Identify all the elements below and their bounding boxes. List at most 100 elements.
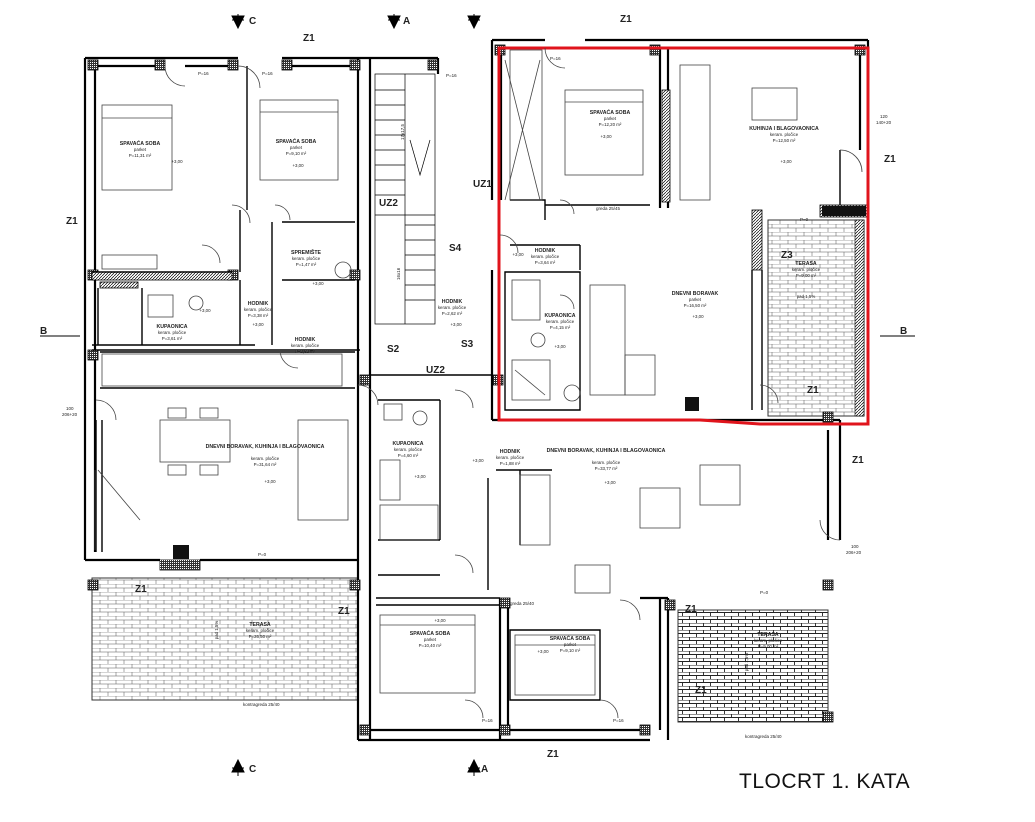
svg-text:Z1: Z1: [338, 606, 350, 617]
room-bed4: SPAVAĆA SOBA parket P=10,40 m² +3,00: [410, 618, 451, 648]
svg-text:KUPAONICA: KUPAONICA: [392, 441, 423, 447]
svg-text:+3,00: +3,00: [199, 308, 211, 313]
svg-text:keram. pločice: keram. pločice: [496, 455, 525, 460]
svg-text:+3,00: +3,00: [312, 281, 324, 286]
svg-text:P=31,64 m²: P=31,64 m²: [254, 462, 277, 467]
svg-text:P=16: P=16: [613, 718, 624, 723]
svg-text:KUPAONICA: KUPAONICA: [156, 324, 187, 330]
svg-text:A: A: [481, 764, 488, 775]
svg-text:parket: parket: [689, 297, 702, 302]
svg-text:keram. pločice: keram. pločice: [244, 307, 273, 312]
svg-text:+3,00: +3,00: [264, 479, 276, 484]
svg-text:+3,00: +3,00: [554, 344, 566, 349]
svg-text:+3,00: +3,00: [434, 618, 446, 623]
room-terrace-right: TERASA keram. pločice P=9,00 m² pad 1,5%: [744, 632, 783, 671]
svg-text:P=4,60 m²: P=4,60 m²: [398, 453, 419, 458]
svg-text:+3,00: +3,00: [780, 159, 792, 164]
room-terrace-top: TERASA keram. pločice P=9,00 m² pad 1,5%: [792, 261, 821, 299]
svg-text:HODNIK: HODNIK: [295, 337, 316, 343]
svg-text:P=2,62 m²: P=2,62 m²: [442, 311, 463, 316]
svg-text:SPAVAĆA SOBA: SPAVAĆA SOBA: [276, 137, 317, 145]
room-bath-top: KUPAONICA keram. pločice P=4,15 m² +3,00: [544, 313, 575, 349]
svg-text:S4: S4: [449, 243, 462, 254]
svg-text:pad 1,5%: pad 1,5%: [744, 653, 749, 672]
apartment-highlight: [497, 46, 870, 426]
svg-text:P=1,88 m²: P=1,88 m²: [500, 461, 521, 466]
svg-text:kontragreda 25/40: kontragreda 25/40: [243, 702, 280, 707]
svg-text:P=10,40 m²: P=10,40 m²: [419, 643, 442, 648]
svg-text:+3,00: +3,00: [512, 252, 524, 257]
svg-text:P=12,20 m²: P=12,20 m²: [599, 122, 622, 127]
svg-text:+3,00: +3,00: [600, 134, 612, 139]
svg-text:keram. pločice: keram. pločice: [792, 267, 821, 272]
room-labels: SPAVAĆA SOBA parket P=11,31 m² +3,00 SPA…: [120, 108, 821, 671]
svg-text:pad 1,5%: pad 1,5%: [214, 621, 219, 640]
svg-text:kontragreda 25/40: kontragreda 25/40: [745, 734, 782, 739]
section-markers: [40, 14, 915, 776]
room-bed2: SPAVAĆA SOBA parket P=9,10 m² +3,00: [276, 137, 317, 168]
svg-text:A: A: [403, 16, 410, 27]
room-hall-mid: HODNIK keram. pločice P=1,88 m² +3,00: [472, 449, 524, 466]
svg-text:greda 25/40: greda 25/40: [510, 601, 535, 606]
svg-text:Z1: Z1: [66, 216, 78, 227]
svg-text:keram. pločice: keram. pločice: [531, 254, 560, 259]
svg-text:C: C: [249, 764, 256, 775]
svg-text:keram. pločice: keram. pločice: [394, 447, 423, 452]
svg-text:206+20: 206+20: [62, 412, 78, 417]
svg-text:UZ1: UZ1: [473, 179, 492, 190]
window-labels: Z1 Z1 Z1 Z1 Z1 Z1 Z1 Z1 Z1 Z1 Z1 Z3 UZ1 …: [66, 14, 896, 760]
svg-text:17x17,5: 17x17,5: [400, 123, 405, 140]
terrace-right: [677, 609, 829, 723]
svg-text:keram. pločice: keram. pločice: [251, 456, 280, 461]
svg-text:P=11,31 m²: P=11,31 m²: [129, 153, 152, 158]
svg-text:keram. pločice: keram. pločice: [246, 628, 275, 633]
svg-text:P=9,10 m²: P=9,10 m²: [560, 648, 581, 653]
room-bath-mid: KUPAONICA keram. pločice P=4,60 m² +3,00: [392, 441, 426, 479]
room-hall-stair: HODNIK keram. pločice P=2,62 m² +3,00: [291, 322, 462, 354]
svg-text:Z1: Z1: [685, 604, 697, 615]
svg-text:P=9,10 m²: P=9,10 m²: [286, 151, 307, 156]
svg-text:+3,00: +3,00: [171, 159, 183, 164]
svg-text:parket: parket: [290, 145, 303, 150]
svg-text:+3,00: +3,00: [414, 474, 426, 479]
terrace-left: [91, 577, 359, 701]
svg-text:Z1: Z1: [303, 33, 315, 44]
svg-text:TERASA: TERASA: [795, 261, 817, 267]
svg-text:100: 100: [66, 406, 74, 411]
svg-text:P=9,00 m²: P=9,00 m²: [796, 273, 817, 278]
interior-walls: [92, 66, 841, 701]
svg-text:HODNIK: HODNIK: [535, 248, 556, 254]
svg-text:P=1,47 m²: P=1,47 m²: [296, 262, 317, 267]
room-bed3: SPAVAĆA SOBA parket P=12,20 m² +3,00: [590, 108, 631, 139]
dimension-notes: P=16 P=16 P=16 P=16 P=0 P=0 P=0 P=16 P=1…: [62, 56, 892, 739]
svg-text:HODNIK: HODNIK: [248, 301, 269, 307]
plan-title: TLOCRT 1. KATA: [739, 770, 911, 793]
svg-text:Z1: Z1: [884, 154, 896, 165]
room-terrace-left: TERASA keram. pločice P=26,50 m² pad 1,5…: [214, 621, 275, 640]
room-living-mid: DNEVNI BORAVAK, KUHINJA I BLAGOVAONICA k…: [547, 448, 666, 485]
svg-text:P=0: P=0: [800, 217, 809, 222]
room-hall-left: HODNIK keram. pločice P=3,38 m² +3,00: [244, 301, 273, 327]
room-bath-left: KUPAONICA keram. pločice P=3,61 m² +3,00: [156, 308, 211, 341]
svg-text:P=3,38 m²: P=3,38 m²: [248, 313, 269, 318]
svg-text:16x16: 16x16: [396, 267, 401, 280]
svg-text:TERASA: TERASA: [757, 632, 779, 638]
svg-text:120: 120: [880, 114, 888, 119]
svg-text:KUHINJA I BLAGOVAONICA: KUHINJA I BLAGOVAONICA: [749, 126, 819, 132]
svg-text:Z3: Z3: [781, 250, 793, 261]
svg-text:DNEVNI BORAVAK: DNEVNI BORAVAK: [672, 291, 719, 297]
stairs: [374, 73, 436, 325]
svg-text:KUPAONICA: KUPAONICA: [544, 313, 575, 319]
svg-text:SPAVAĆA SOBA: SPAVAĆA SOBA: [590, 108, 631, 116]
svg-text:P=16: P=16: [482, 718, 493, 723]
svg-text:P=26,50 m²: P=26,50 m²: [249, 634, 272, 639]
room-kitchen-right: KUHINJA I BLAGOVAONICA keram. pločice P=…: [749, 126, 819, 164]
svg-text:P=16: P=16: [198, 71, 209, 76]
svg-text:+3,00: +3,00: [604, 480, 616, 485]
svg-text:keram. pločice: keram. pločice: [546, 319, 575, 324]
svg-text:parket: parket: [134, 147, 147, 152]
svg-text:keram. pločice: keram. pločice: [770, 132, 799, 137]
svg-text:TERASA: TERASA: [249, 622, 271, 628]
room-hall-top: HODNIK keram. pločice P=3,64 m² +3,00: [512, 248, 559, 265]
